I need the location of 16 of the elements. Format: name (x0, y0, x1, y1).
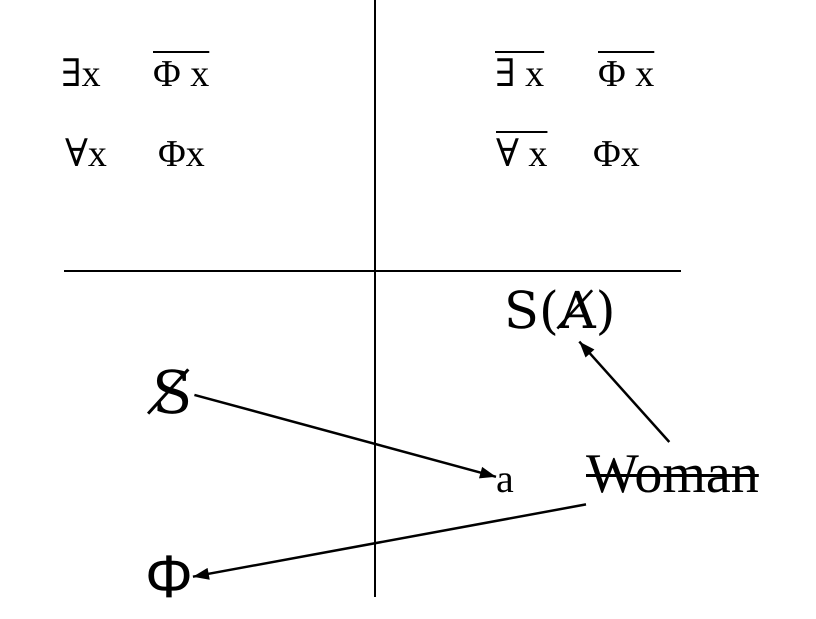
formula-text: ∃ x (495, 53, 544, 97)
formula-text: ∀x (65, 133, 107, 177)
formula-text: Φx (593, 133, 640, 177)
letter-text: a (496, 456, 514, 502)
formula-text: ∃x (61, 53, 101, 97)
formula-text: S(A̸) (500, 283, 620, 342)
formula-text: Φ x (153, 53, 210, 97)
arrow (192, 503, 586, 580)
arrow (578, 340, 670, 443)
crossed-out-word: Woman (586, 442, 759, 506)
arrow (194, 394, 496, 478)
formula-text: Φx (158, 133, 205, 177)
formula-text: Φ x (598, 53, 654, 97)
phi-symbol: Φ (145, 542, 193, 611)
formula-text: ∀ x (496, 133, 548, 177)
barred-letter: S̸ (142, 359, 194, 427)
